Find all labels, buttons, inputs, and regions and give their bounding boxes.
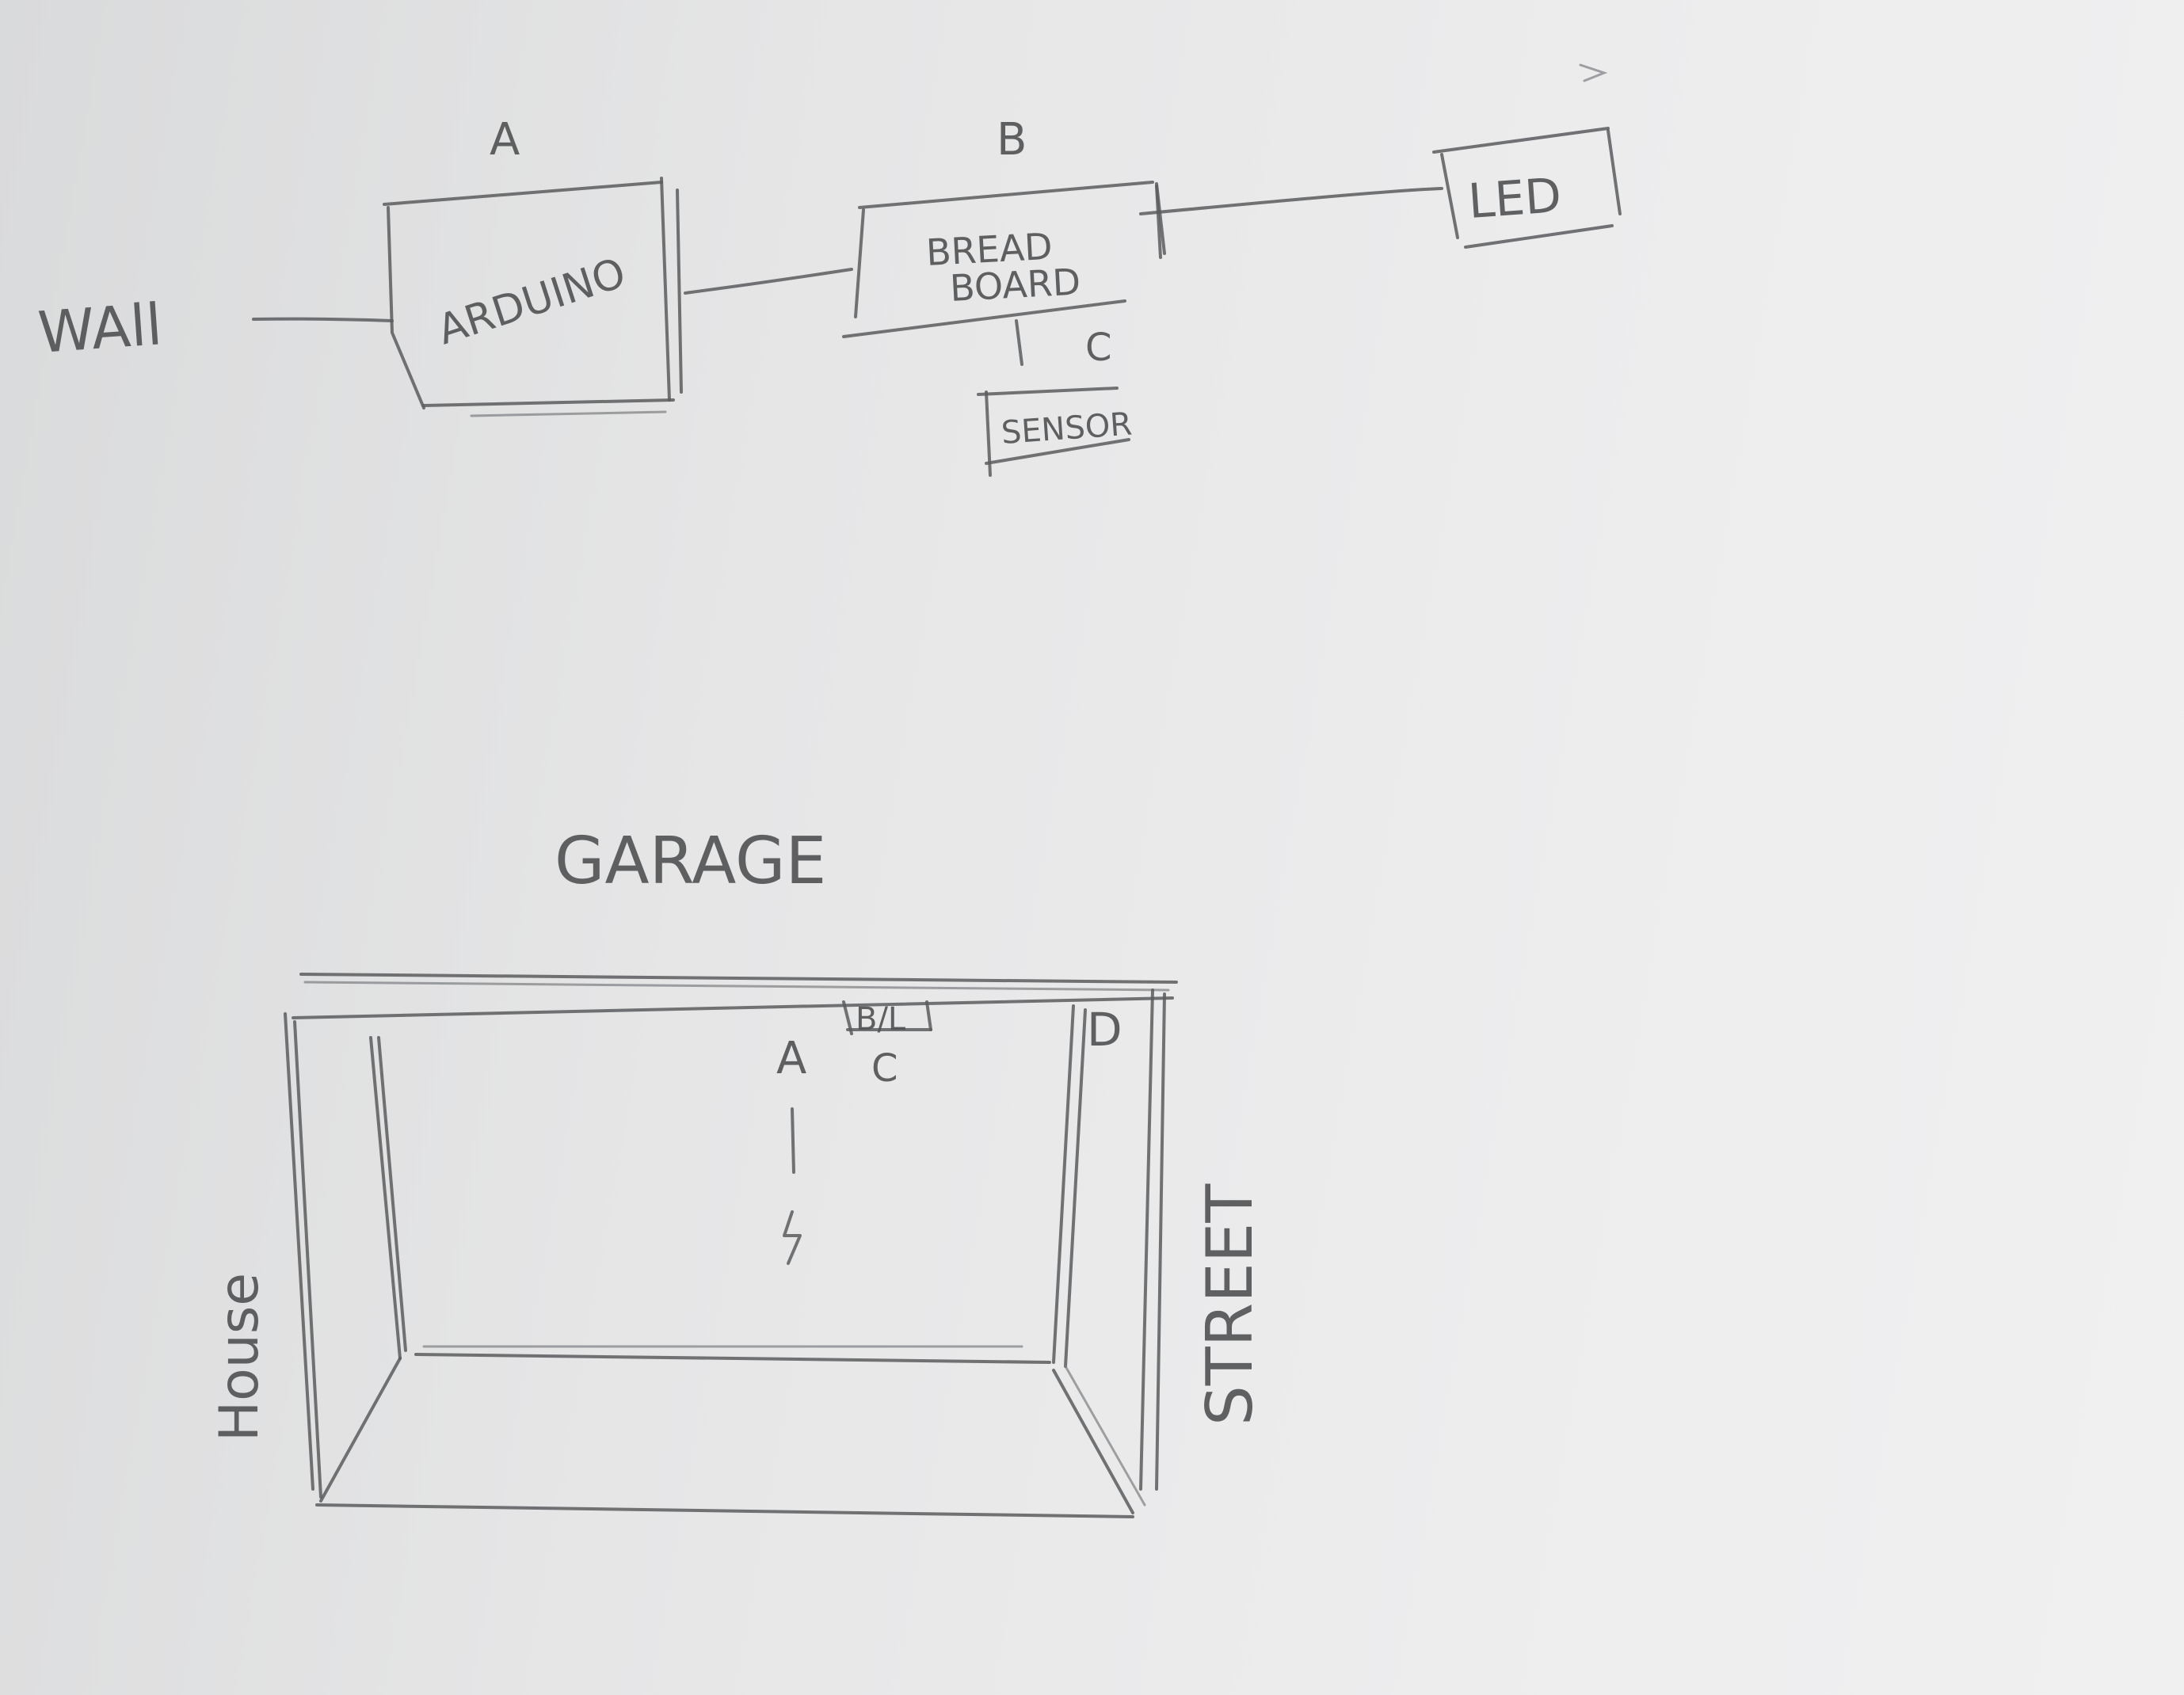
arduino-letter: A <box>490 114 520 166</box>
sensor-letter: C <box>1085 326 1112 370</box>
marker-a-line <box>792 1109 794 1172</box>
marker-a: A <box>776 1033 806 1084</box>
marker-c: C <box>871 1046 898 1091</box>
wall-label: WAll <box>36 291 164 366</box>
breadboard-box: B BREAD BOARD <box>844 114 1161 337</box>
arduino-label: ARDUINO <box>432 249 631 355</box>
lightning-icon <box>784 1212 800 1263</box>
street-label: STREET <box>1193 1183 1267 1426</box>
led-box: LED <box>1434 65 1620 247</box>
marker-d: D <box>1087 1003 1122 1057</box>
sensor-label: SENSOR <box>1000 406 1133 451</box>
sensor-box: C SENSOR <box>978 326 1134 475</box>
wire-arduino-to-breadboard <box>685 269 852 293</box>
garage-outline <box>285 974 1176 1517</box>
garage-title: GARAGE <box>555 824 826 899</box>
led-label: LED <box>1466 168 1563 230</box>
wire-wall-to-arduino <box>253 319 392 321</box>
wire-breadboard-to-sensor <box>1016 321 1022 364</box>
breadboard-letter: B <box>997 114 1027 166</box>
marker-bl: B/L <box>856 1001 906 1038</box>
arduino-box: A ARDUINO <box>384 114 681 416</box>
wiring-diagram: WAll A ARDUINO B BREAD BOARD <box>36 65 1620 475</box>
bl-marker: B/L <box>844 1001 931 1038</box>
garage-plan: GARAGE B/L <box>208 824 1267 1517</box>
wire-breadboard-to-led <box>1141 189 1442 214</box>
breadboard-label-line2: BOARD <box>949 260 1082 310</box>
house-label: House <box>208 1273 271 1442</box>
